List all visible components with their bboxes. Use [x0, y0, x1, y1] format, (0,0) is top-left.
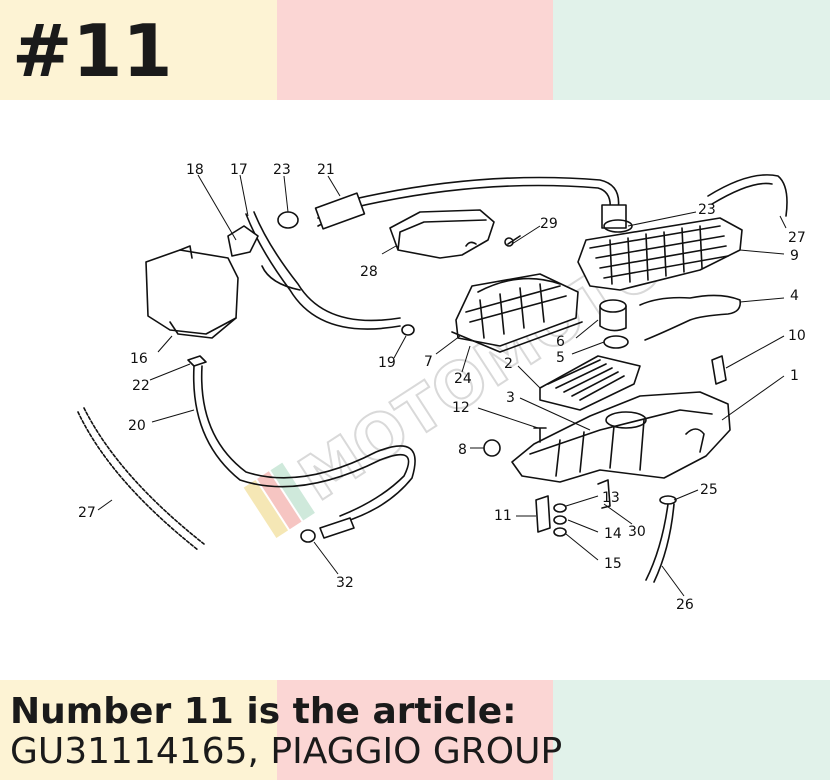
- part-12-screw: [533, 427, 547, 443]
- header-band: [0, 0, 830, 100]
- callout-19: 19: [378, 355, 396, 371]
- callout-24: 24: [454, 371, 472, 387]
- callout-18: 18: [186, 162, 204, 178]
- callout-26: 26: [676, 597, 694, 613]
- callout-22: 22: [132, 378, 150, 394]
- part-10-seal: [711, 355, 727, 385]
- part-16-tank: [145, 245, 239, 339]
- callout-4: 4: [790, 288, 799, 304]
- part-13-washer: [553, 503, 567, 513]
- callout-8: 8: [458, 442, 467, 458]
- callout-17: 17: [230, 162, 248, 178]
- callout-2: 2: [504, 356, 513, 372]
- callout-25: 25: [700, 482, 718, 498]
- callout-21: 21: [317, 162, 335, 178]
- part-4-gasket: [639, 294, 742, 341]
- callout-10: 10: [788, 328, 806, 344]
- part-32-nut: [300, 529, 316, 543]
- part-31-bracket: [597, 479, 611, 509]
- part-26-tube: [645, 503, 675, 583]
- callout-16: 16: [130, 351, 148, 367]
- part-24-seal: [451, 321, 583, 353]
- part-14-washer: [553, 515, 567, 525]
- part-21-top-hose: [314, 176, 627, 230]
- part-25-clamp: [659, 495, 677, 505]
- part-5-ring: [603, 335, 629, 349]
- callout-32: 32: [336, 575, 354, 591]
- callout-27: 27: [78, 505, 96, 521]
- part-8-ring: [483, 439, 501, 457]
- callout-7: 7: [424, 354, 433, 370]
- part-1-airbox-base: [511, 391, 731, 483]
- callout-5: 5: [556, 350, 565, 366]
- caption-article: GU31114165, PIAGGIO GROUP: [10, 731, 563, 772]
- part-23-clamp-airbox: [603, 219, 633, 233]
- exploded-parts-diagram: MOTOMOTO: [77, 162, 806, 613]
- callout-13: 13: [602, 490, 620, 506]
- callout-29: 28: [360, 264, 378, 280]
- callout-6: 6: [556, 334, 565, 350]
- callout-12: 12: [452, 400, 470, 416]
- callout-28: 27: [788, 230, 806, 246]
- callout-14: 14: [604, 526, 622, 542]
- part-23-clamp-top: [277, 211, 299, 229]
- callout-labels: 18 17 23 21 23 29 27 9 28 4 10 6 16 19 7…: [78, 162, 806, 613]
- part-18-fitting: [227, 225, 259, 257]
- part-6-connector: [599, 299, 627, 332]
- callout-1: 1: [790, 368, 799, 384]
- callout-11: 11: [494, 508, 512, 524]
- part-22-clamp: [187, 355, 207, 367]
- callout-23-top: 23: [273, 162, 291, 178]
- part-19-cap: [401, 324, 415, 336]
- part-28-wire: [707, 174, 788, 217]
- callout-15: 15: [604, 556, 622, 572]
- callout-20: 20: [128, 418, 146, 434]
- callout-3: 3: [506, 390, 515, 406]
- part-27-braided-hose: [77, 407, 205, 551]
- part-20-hose: [192, 365, 416, 523]
- part-15-washer: [553, 527, 567, 537]
- part-11-bracket: [535, 495, 551, 533]
- footer-band: [0, 680, 830, 780]
- part-30-screw: [504, 235, 521, 247]
- callout-23-airbox: 23: [698, 202, 716, 218]
- part-number-title: #11: [12, 9, 173, 93]
- part-29-cover: [389, 209, 495, 259]
- callout-9: 9: [790, 248, 799, 264]
- leader-lines: [97, 174, 787, 597]
- caption-heading: Number 11 is the article:: [10, 691, 517, 732]
- part-9-airbox-cover: [577, 217, 743, 291]
- callout-31: 30: [628, 524, 646, 540]
- part-2-filter: [539, 355, 641, 411]
- callout-30: 29: [540, 216, 558, 232]
- part-7-filter-box: [455, 273, 579, 347]
